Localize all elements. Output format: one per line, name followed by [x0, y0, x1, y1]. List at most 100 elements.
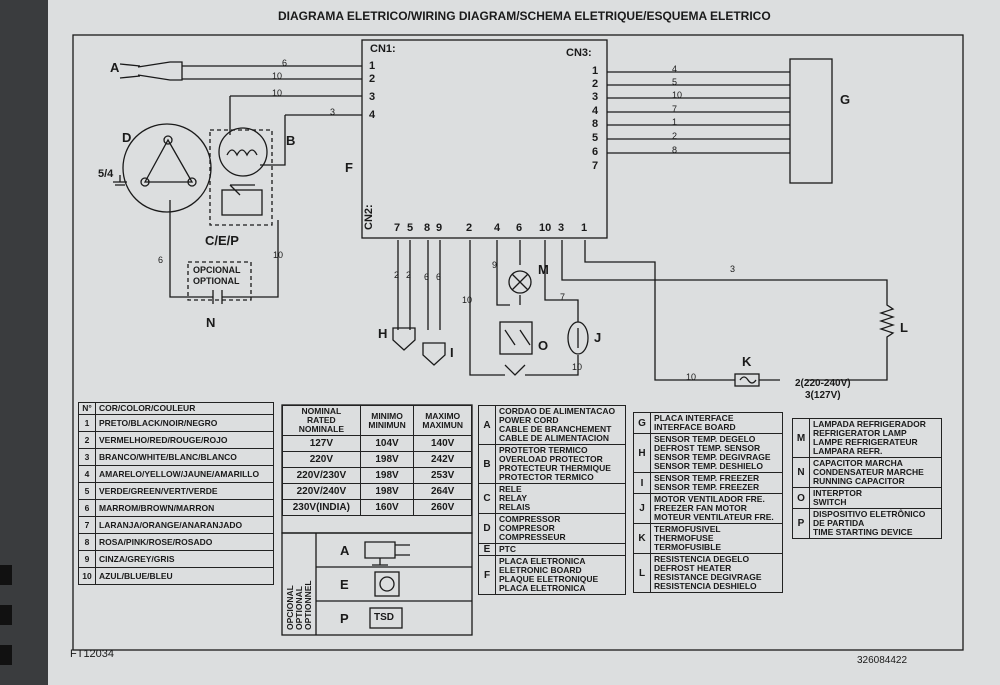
legend-line: ELETRONIC BOARD — [499, 565, 582, 575]
color-name: CINZA/GREY/GRIS — [95, 550, 274, 568]
legend-line: THERMOFUSE — [654, 533, 714, 543]
legend-key: J — [633, 493, 651, 524]
component-o-label: O — [538, 338, 549, 353]
wire-label: 10 — [672, 90, 683, 100]
min-value: 104V — [359, 435, 415, 452]
legend-line: LAMPADA REFRIGERADOR — [813, 419, 926, 429]
cn2-pin: 8 — [424, 222, 431, 234]
color-name: VERMELHO/RED/ROUGE/ROJO — [95, 431, 274, 449]
wire-label: 1 — [672, 117, 678, 127]
legend-line: SENSOR TEMP. FREEZER — [654, 482, 760, 492]
wire-label: 10 — [572, 362, 583, 372]
legend-key: F — [478, 555, 496, 595]
legend-line: PROTECTEUR THERMIQUE — [499, 463, 611, 473]
wire-cn1-3 — [229, 95, 362, 135]
wire-label: 10 — [272, 71, 283, 81]
wire-label: 7 — [672, 104, 678, 114]
legend-key: L — [633, 553, 651, 593]
nominal-value: 220V — [282, 451, 361, 468]
footer-code-left: FT12034 — [70, 648, 115, 660]
legend-line: PTC — [499, 544, 516, 554]
legend-line: MOTEUR VENTILATEUR FRE. — [654, 512, 774, 522]
legend-line: FREEZER FAN MOTOR — [654, 503, 747, 513]
color-number: 9 — [78, 550, 96, 568]
cn1-pin: 3 — [369, 91, 376, 103]
min-value: 160V — [359, 499, 415, 516]
frame-corner — [0, 565, 12, 585]
legend-key: C — [478, 483, 496, 514]
legend-key: P — [792, 508, 810, 539]
legend-line: TERMOFUSIVEL — [654, 524, 721, 534]
cn2-pin: 10 — [539, 222, 552, 234]
optional-a-label: A — [340, 543, 350, 558]
component-d-label: D — [122, 130, 132, 145]
electronic-board-f — [361, 39, 608, 239]
lamp-m — [508, 270, 532, 294]
optional-label-2: OPTIONAL — [193, 276, 240, 286]
color-number: 10 — [78, 567, 96, 585]
wire-label: 8 — [672, 145, 678, 155]
nominal-value: 220V/240V — [282, 483, 361, 500]
min-value: 198V — [359, 451, 415, 468]
k-voltage-2: 3(127V) — [805, 390, 841, 401]
legend-line: PROTECTOR TERMICO — [499, 472, 594, 482]
legend-key: E — [478, 543, 496, 556]
legend-line: DISPOSITIVO ELETRÔNICO — [813, 509, 926, 519]
cn1-pin: 1 — [369, 60, 376, 72]
diagram-frame — [72, 34, 964, 651]
legend-key: I — [633, 472, 651, 494]
cn3-pin: 3 — [592, 91, 599, 103]
k-voltage-1: 2(220-240V) — [795, 378, 851, 389]
legend-line: CAPACITOR MARCHA — [813, 458, 903, 468]
legend-key: A — [478, 405, 496, 445]
color-number: 5 — [78, 482, 96, 500]
min-value: 198V — [359, 483, 415, 500]
wire-label: 3 — [730, 264, 736, 274]
legend-line: RESISTANCE DEGIVRAGE — [654, 572, 762, 582]
fan-motor-j — [567, 321, 589, 355]
legend-key: B — [478, 444, 496, 484]
wire-label: 6 — [282, 58, 288, 68]
max-value: 242V — [413, 451, 472, 468]
cn2-pin: 1 — [581, 222, 588, 234]
cn1-pin: 4 — [369, 109, 376, 121]
legend-key: M — [792, 418, 810, 458]
color-header-num: N° — [78, 402, 96, 415]
wire-label: 4 — [672, 64, 678, 74]
legend-line: RELAY — [499, 493, 528, 503]
component-h-label: H — [378, 326, 388, 341]
legend-line: DEFROST TEMP. SENSOR — [654, 443, 761, 453]
compressor-rating: 5/4 — [98, 168, 114, 180]
color-number: 2 — [78, 431, 96, 449]
wire-label: 10 — [272, 88, 283, 98]
frame-corner — [0, 605, 12, 625]
